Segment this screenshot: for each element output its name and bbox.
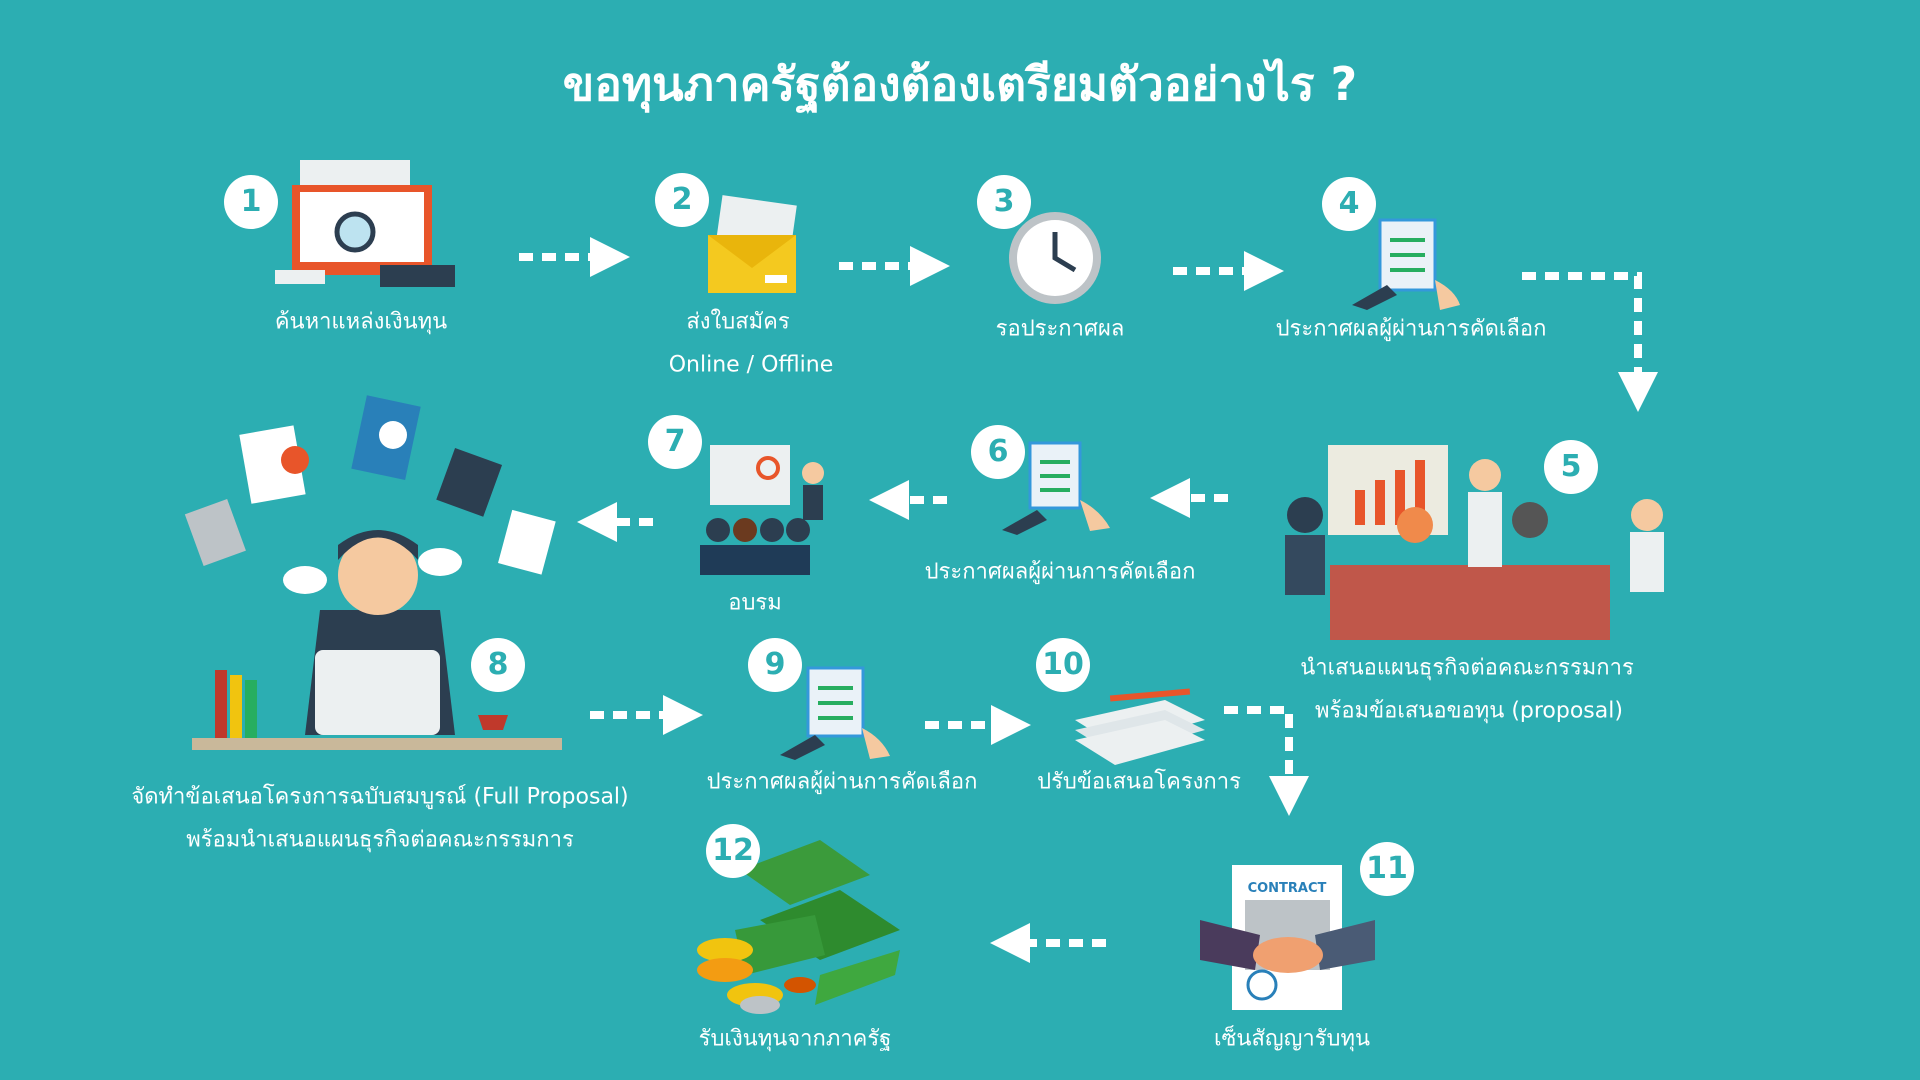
- step-badge-11: 11: [1360, 842, 1414, 896]
- step-badge-12: 12: [706, 824, 760, 878]
- envelope-icon: [708, 195, 797, 293]
- clipboard-checklist-icon: [1002, 441, 1110, 535]
- step-label-3: รอประกาศผล: [995, 316, 1125, 342]
- step-label-8-sub: พร้อมนำเสนอแผนธุรกิจต่อคณะกรรมการ: [186, 827, 574, 853]
- step-label-4: ประกาศผลผู้ผ่านการคัดเลือก: [1275, 316, 1547, 342]
- clipboard-checklist-icon: [1352, 218, 1460, 310]
- money-coins-icon: [697, 840, 900, 1014]
- step-badge-5: 5: [1544, 440, 1598, 494]
- meeting-presentation-icon: [1285, 445, 1664, 640]
- step-label-8: จัดทำข้อเสนอโครงการฉบับสมบูรณ์ (Full Pro…: [131, 784, 629, 810]
- step-badge-2: 2: [655, 173, 709, 227]
- step-badge-8: 8: [471, 638, 525, 692]
- step-badge-3: 3: [977, 175, 1031, 229]
- paper-stack-icon: [1075, 688, 1205, 765]
- person-laptop-icon: [184, 395, 562, 750]
- step-label-10: ปรับข้อเสนอโครงการ: [1037, 769, 1241, 795]
- step-badge-10: 10: [1036, 638, 1090, 692]
- training-class-icon: [700, 445, 824, 575]
- step-label-12: รับเงินทุนจากภาครัฐ: [698, 1026, 892, 1052]
- step-badge-1: 1: [224, 175, 278, 229]
- arrow-10-11: [1224, 706, 1309, 816]
- step-label-1: ค้นหาแหล่งเงินทุน: [274, 309, 448, 335]
- page-title: ขอทุนภาครัฐต้องต้องเตรียมตัวอย่างไร ?: [562, 57, 1358, 111]
- computer-search-icon: [275, 160, 455, 287]
- step-label-11: เซ็นสัญญารับทุน: [1213, 1026, 1371, 1052]
- step-label-2: ส่งใบสมัคร: [686, 309, 790, 335]
- arrow-4-5: [1522, 272, 1658, 412]
- step-label-5-sub: พร้อมข้อเสนอขอทุน (proposal): [1315, 698, 1623, 724]
- step-badge-4: 4: [1322, 177, 1376, 231]
- clipboard-checklist-icon: [780, 666, 890, 760]
- step-badge-7: 7: [648, 415, 702, 469]
- clock-icon: [1009, 212, 1101, 304]
- step-label-2-sub: Online / Offline: [668, 352, 834, 378]
- step-label-9: ประกาศผลผู้ผ่านการคัดเลือก: [706, 769, 978, 795]
- contract-handshake-icon: CONTRACT: [1200, 865, 1375, 1010]
- step-badge-9: 9: [748, 638, 802, 692]
- step-label-6: ประกาศผลผู้ผ่านการคัดเลือก: [924, 559, 1196, 585]
- step-label-5: นำเสนอแผนธุรกิจต่อคณะกรรมการ: [1300, 655, 1634, 681]
- step-badge-6: 6: [971, 425, 1025, 479]
- svg-text:CONTRACT: CONTRACT: [1248, 881, 1327, 896]
- step-label-7: อบรม: [728, 590, 782, 616]
